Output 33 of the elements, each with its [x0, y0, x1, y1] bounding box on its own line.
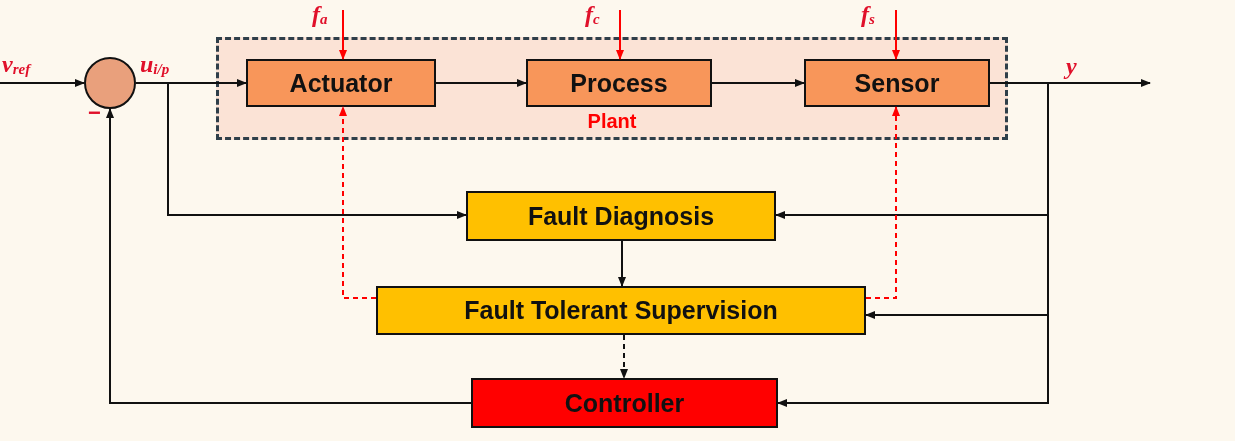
process-box: [246, 59, 436, 107]
arrow: [892, 9, 900, 60]
arrow: [106, 108, 472, 404]
node-label: Controller: [564, 388, 685, 418]
edge-label: f$_{s}$: [861, 2, 875, 27]
arrow: [618, 240, 626, 287]
node-label: Sensor: [854, 68, 940, 98]
arrow: [616, 9, 624, 60]
edge-label: f$_{a}$: [312, 2, 328, 27]
node-label: Plant: [587, 110, 637, 133]
edge-label: f$_{c}$: [585, 2, 600, 27]
process-box: [804, 59, 990, 107]
process-box: [466, 191, 776, 241]
summing-junction: [84, 57, 136, 109]
minus-sign: −: [88, 102, 101, 124]
node-label: Actuator: [289, 68, 393, 98]
arrow: [435, 79, 527, 87]
edge-label: v$_{ref}$: [2, 52, 31, 77]
arrow: [777, 82, 1049, 407]
node-label: Process: [570, 68, 668, 98]
dashed-arrow: [620, 334, 628, 379]
process-box: [376, 286, 866, 335]
controller-box: [471, 378, 778, 428]
arrow: [339, 9, 347, 60]
edge-label: u$_{i/p}$: [140, 52, 170, 77]
arrow: [711, 79, 805, 87]
node-label: Fault Diagnosis: [527, 201, 715, 231]
arrow: [0, 79, 85, 87]
dashed-arrow: [865, 106, 900, 299]
plant-group-box: [216, 37, 1008, 140]
dashed-arrow: [339, 106, 377, 299]
node-label: Fault Tolerant Supervision: [464, 296, 778, 325]
process-box: [526, 59, 712, 107]
